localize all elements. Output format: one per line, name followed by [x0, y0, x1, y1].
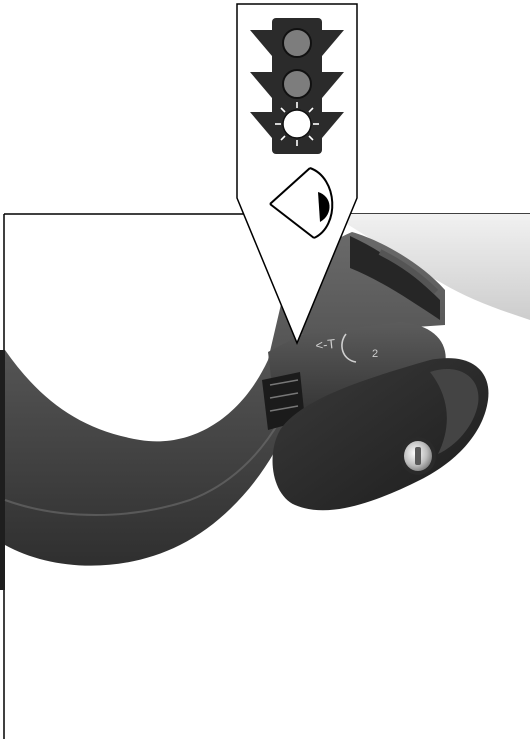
callout-indicator: [236, 3, 358, 345]
clamp-markings: <-T 2: [315, 333, 378, 363]
key-cylinder: [400, 437, 436, 475]
left-edge-strip: [0, 350, 5, 590]
lock-body: [272, 358, 489, 511]
bracket-arm: [4, 232, 445, 566]
lamp-middle: [282, 69, 312, 99]
arrow-label: <-T: [315, 336, 336, 353]
lamp-top: [282, 28, 312, 58]
traffic-light-icon: [250, 18, 344, 154]
number-label: 2: [372, 348, 378, 360]
eye-icon: [269, 167, 334, 239]
rotation-arrow-icon: [341, 333, 357, 363]
clamp-assembly: <-T 2: [262, 322, 489, 511]
lamp-bottom-lit: [275, 102, 319, 146]
tube: [330, 214, 530, 320]
